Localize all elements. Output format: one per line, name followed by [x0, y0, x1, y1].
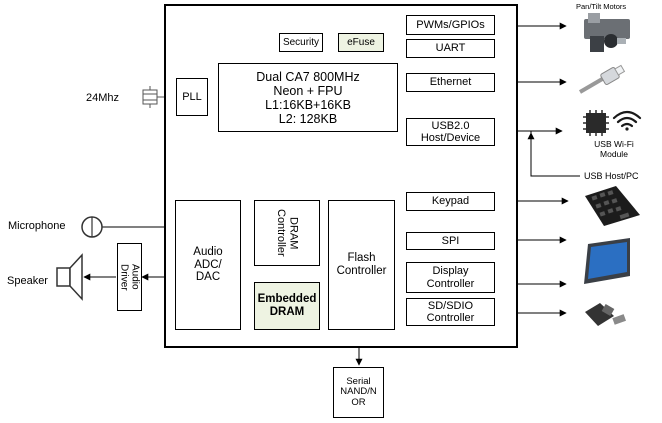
sdio-block: SD/SDIO Controller — [406, 298, 495, 326]
motor-icon — [584, 13, 630, 52]
microphone-label: Microphone — [8, 220, 66, 232]
uart-label: UART — [435, 42, 466, 55]
display-line-2: Controller — [426, 277, 475, 290]
spi-label: SPI — [441, 234, 460, 247]
cpu-line-2: Neon + FPU — [273, 83, 343, 98]
efuse-block: eFuse — [338, 33, 384, 52]
pwm-gpio-block: PWMs/GPIOs — [406, 15, 495, 35]
usb-host-link — [530, 131, 580, 177]
audio-driver-line-1: Audio — [129, 264, 141, 290]
keypad-block: Keypad — [406, 192, 495, 211]
usb-line-1: USB2.0 — [431, 119, 470, 132]
audio-driver-line-2: Driver — [118, 263, 130, 291]
usb-host-pc-label: USB Host/PC — [584, 171, 639, 181]
audio-driver-block: Audio Driver — [117, 243, 142, 311]
ethernet-label: Ethernet — [429, 76, 472, 89]
keypad-icon — [585, 186, 640, 226]
serial-flash-line-3: OR — [351, 396, 366, 408]
display-block: Display Controller — [406, 262, 495, 293]
audio-codec-line-3: DAC — [195, 271, 221, 284]
serial-flash-line-2: NAND/N — [340, 386, 377, 398]
wifi-icon — [612, 110, 642, 131]
speaker-label: Speaker — [7, 275, 48, 287]
dram-controller-block: DRAM Controller — [254, 200, 320, 266]
pwm-gpio-label: PWMs/GPIOs — [416, 18, 485, 31]
audio-codec-line-2: ADC/ — [194, 258, 222, 271]
security-block: Security — [279, 33, 323, 52]
embedded-dram-block: Embedded DRAM — [254, 282, 320, 330]
security-label: Security — [282, 36, 320, 48]
display-line-1: Display — [432, 265, 469, 278]
cpu-line-3: L1:16KB+16KB — [265, 97, 351, 112]
ethernet-cable-icon — [578, 64, 626, 94]
serial-flash-line-1: Serial — [346, 375, 371, 387]
pll-label: PLL — [182, 90, 202, 103]
uart-block: UART — [406, 39, 495, 58]
efuse-label: eFuse — [347, 36, 375, 48]
audio-codec-block: Audio ADC/ DAC — [175, 200, 241, 330]
embedded-dram-line-1: Embedded — [257, 293, 317, 306]
audio-codec-line-1: Audio — [193, 245, 223, 258]
usb-wifi-label: USB Wi-Fi Module — [584, 139, 644, 159]
sdio-line-2: Controller — [426, 312, 475, 324]
monitor-icon — [584, 238, 630, 284]
usb-wifi-line-1: USB Wi-Fi — [594, 139, 634, 149]
clock-label: 24Mhz — [86, 92, 120, 104]
sdio-line-1: SD/SDIO — [427, 299, 474, 312]
pan-tilt-label: Pan/Tilt Motors — [576, 2, 627, 11]
serial-flash-block: Serial NAND/N OR — [333, 367, 384, 418]
chip-icon — [583, 110, 609, 136]
microphone-icon — [81, 216, 103, 238]
dram-controller-text: DRAM Controller — [275, 209, 300, 257]
cpu-line-1: Dual CA7 800MHz — [256, 69, 360, 84]
keypad-label: Keypad — [431, 195, 470, 208]
dram-controller-line-2: Controller — [275, 209, 287, 257]
dram-controller-line-1: DRAM — [287, 216, 300, 250]
ethernet-block: Ethernet — [406, 73, 495, 92]
pll-block: PLL — [176, 78, 208, 116]
cpu-block: Dual CA7 800MHz Neon + FPU L1:16KB+16KB … — [218, 63, 398, 132]
flash-controller-line-2: Controller — [336, 265, 387, 277]
audio-driver-text: Audio Driver — [118, 263, 141, 291]
usb-line-2: Host/Device — [420, 132, 481, 144]
speaker-icon — [56, 253, 83, 301]
cpu-line-4: L2: 128KB — [278, 111, 338, 126]
flash-controller-block: Flash Controller — [328, 200, 395, 330]
sd-card-icon — [585, 303, 627, 326]
spi-block: SPI — [406, 232, 495, 250]
embedded-dram-line-2: DRAM — [269, 306, 305, 318]
usb-wifi-line-2: Module — [600, 149, 628, 160]
flash-controller-line-1: Flash — [347, 252, 376, 265]
usb-block: USB2.0 Host/Device — [406, 118, 495, 146]
